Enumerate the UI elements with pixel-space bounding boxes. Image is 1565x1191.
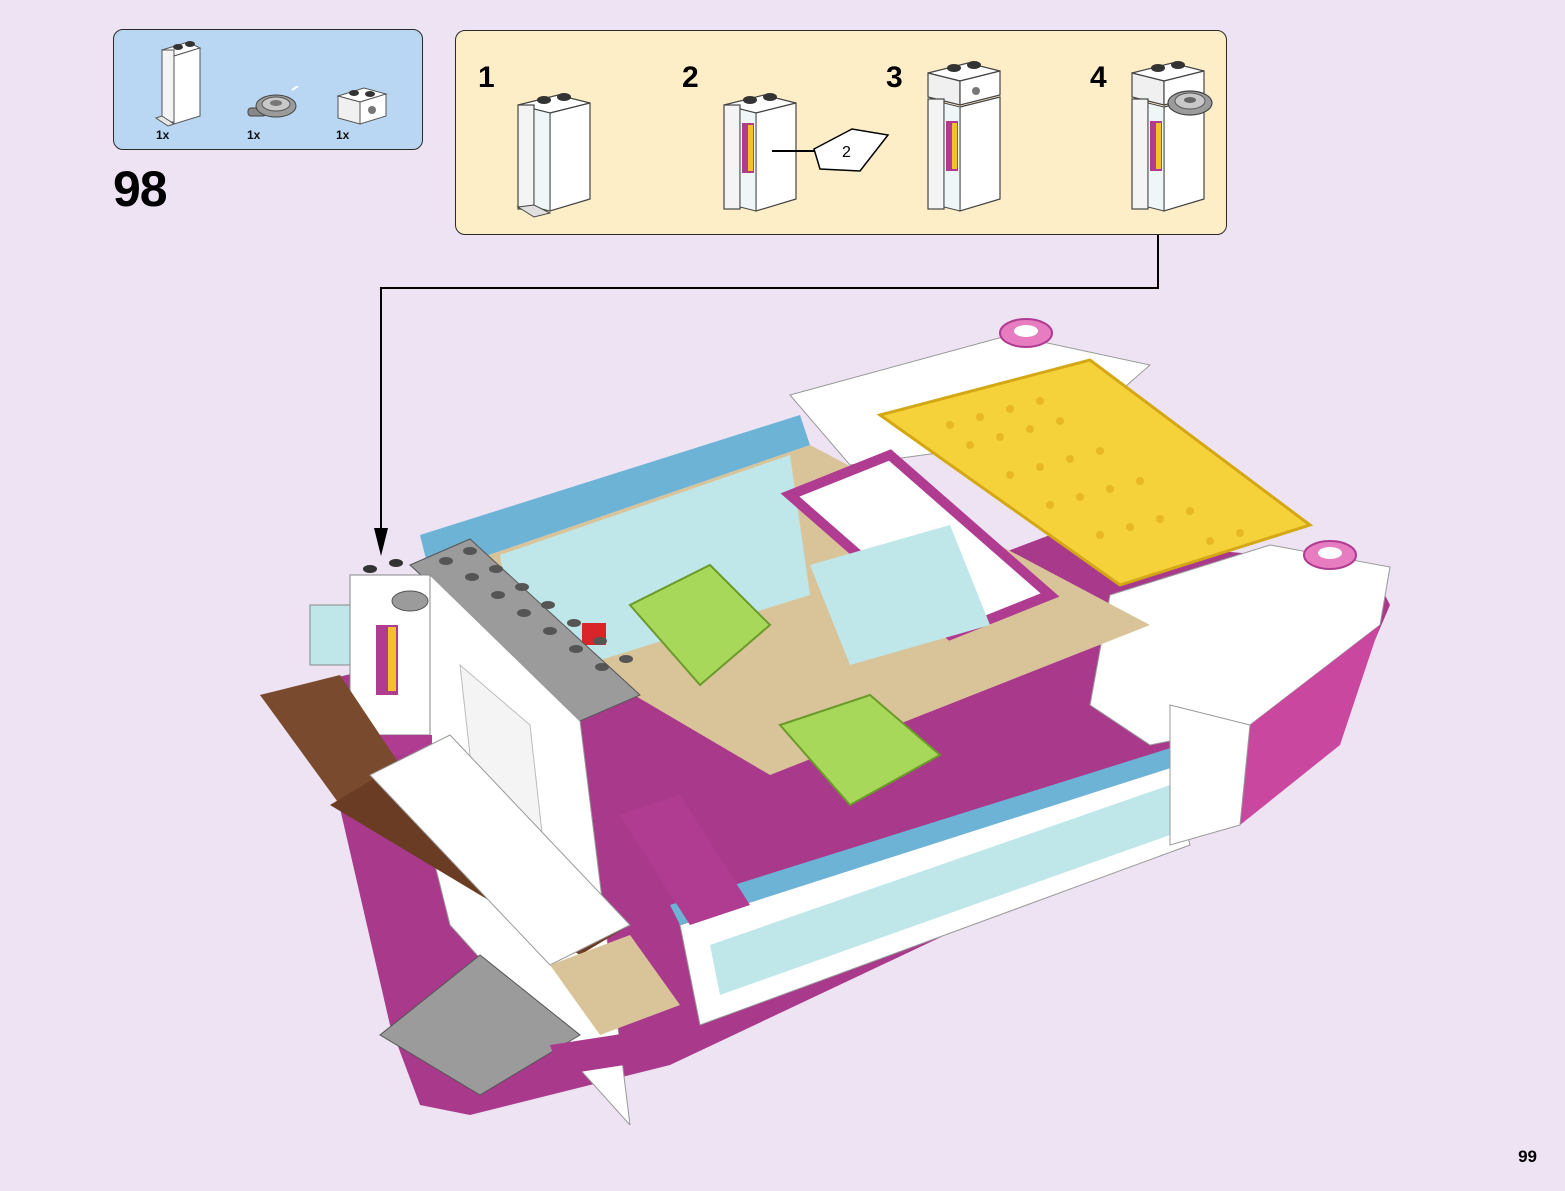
grey-round-dish-icon xyxy=(247,86,299,118)
substep-number-2: 2 xyxy=(682,61,699,94)
white-printed-brick-icon xyxy=(336,87,388,125)
part-qty-2: 1x xyxy=(247,128,261,142)
net-pattern xyxy=(946,397,1244,545)
catamaran-model-illustration xyxy=(260,318,1391,1125)
part-qty-3: 1x xyxy=(336,128,350,142)
substep-number-4: 4 xyxy=(1090,61,1107,94)
substep-2-panel-illustration xyxy=(723,93,797,212)
parts-list-panel: 1x 1x 1x xyxy=(113,29,423,150)
substep-4-panel-illustration xyxy=(1131,61,1213,212)
white-1x1x3-panel-icon xyxy=(154,41,202,127)
substep-number-3: 3 xyxy=(886,61,903,94)
sticker-callout-icon: 2 xyxy=(772,128,890,172)
subassembly-panel: 1 2 3 4 2 xyxy=(455,30,1227,235)
callout-number: 2 xyxy=(842,144,851,161)
step-number: 98 xyxy=(113,161,168,217)
page-number: 99 xyxy=(1518,1147,1537,1166)
substep-1-panel-illustration xyxy=(516,93,591,218)
substep-3-panel-illustration xyxy=(927,61,1001,212)
part-qty-1: 1x xyxy=(156,128,170,142)
roof-studs xyxy=(439,547,633,671)
substep-number-1: 1 xyxy=(478,61,495,94)
